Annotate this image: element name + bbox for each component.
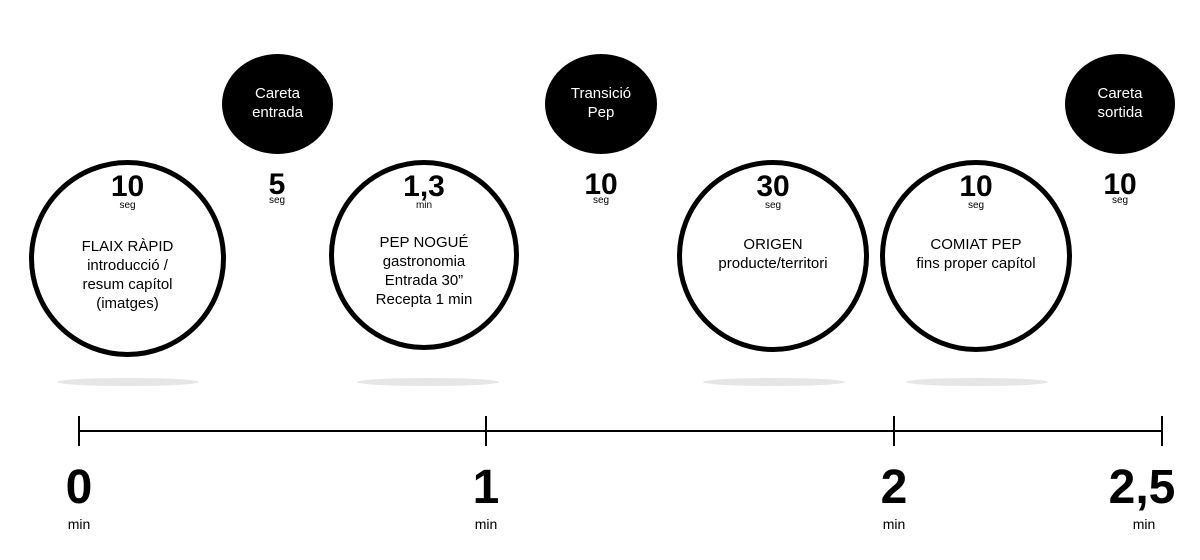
segment-origen: 30 seg ORIGEN producte/territori	[677, 160, 869, 352]
segment-shadow	[703, 378, 845, 386]
segment-shadow	[57, 378, 199, 386]
timeline-axis	[78, 430, 1163, 432]
segment-careta-sortida: Careta sortida	[1065, 54, 1175, 154]
timeline-tick	[893, 416, 895, 446]
segment-transicio-pep: Transició Pep	[545, 54, 657, 154]
timeline-tick-unit: min	[1132, 516, 1156, 532]
segment-duration-unit: seg	[592, 195, 610, 206]
segment-description: Transició Pep	[570, 85, 632, 121]
timeline-tick	[1161, 416, 1163, 446]
timeline-tick-label: 0	[65, 461, 93, 514]
segment-pep-nogue: 1,3 min PEP NOGUÉ gastronomia Entrada 30…	[329, 160, 519, 350]
segment-description: PEP NOGUÉ gastronomia Entrada 30” Recept…	[375, 234, 473, 308]
segment-duration-unit: seg	[967, 200, 985, 211]
segment-duration-value: 10	[110, 170, 145, 203]
segment-description: COMIAT PEP fins proper capítol	[916, 236, 1036, 272]
timeline-tick-label: 1	[472, 461, 500, 514]
timeline-tick-label: 2	[880, 461, 908, 514]
segment-careta-entrada: Careta entrada	[222, 54, 333, 154]
segment-description: FLAIX RÀPID introducció / resum capítol …	[81, 238, 174, 312]
timeline-tick-unit: min	[882, 516, 906, 532]
segment-description: Careta entrada	[252, 85, 303, 121]
segment-duration-unit: seg	[119, 200, 136, 211]
segment-duration-value: 10	[584, 168, 618, 201]
segment-duration-unit: min	[415, 200, 433, 211]
segment-duration-value: 5	[268, 168, 286, 201]
segment-duration-value: 10	[1103, 168, 1137, 201]
segment-flaix-rapid: 10 seg FLAIX RÀPID introducció / resum c…	[29, 160, 226, 357]
segment-comiat-pep: 10 seg COMIAT PEP fins proper capítol	[880, 160, 1072, 352]
segment-shadow	[357, 378, 499, 386]
timeline-tick-unit: min	[474, 516, 498, 532]
timeline-tick	[78, 416, 80, 446]
segment-duration-value: 10	[959, 170, 993, 203]
timeline-tick-unit: min	[67, 516, 91, 532]
segment-shadow	[906, 378, 1048, 386]
segment-description: Careta sortida	[1097, 85, 1143, 121]
timeline-tick	[485, 416, 487, 446]
timeline-tick-label: 2,5	[1108, 461, 1176, 514]
segment-duration-unit: seg	[268, 195, 286, 206]
segment-duration-unit: seg	[764, 200, 782, 211]
segment-duration-value: 30	[756, 170, 790, 203]
segment-duration-value: 1,3	[403, 170, 445, 203]
segment-description: ORIGEN producte/territori	[718, 236, 828, 272]
segment-duration-unit: seg	[1111, 195, 1129, 206]
